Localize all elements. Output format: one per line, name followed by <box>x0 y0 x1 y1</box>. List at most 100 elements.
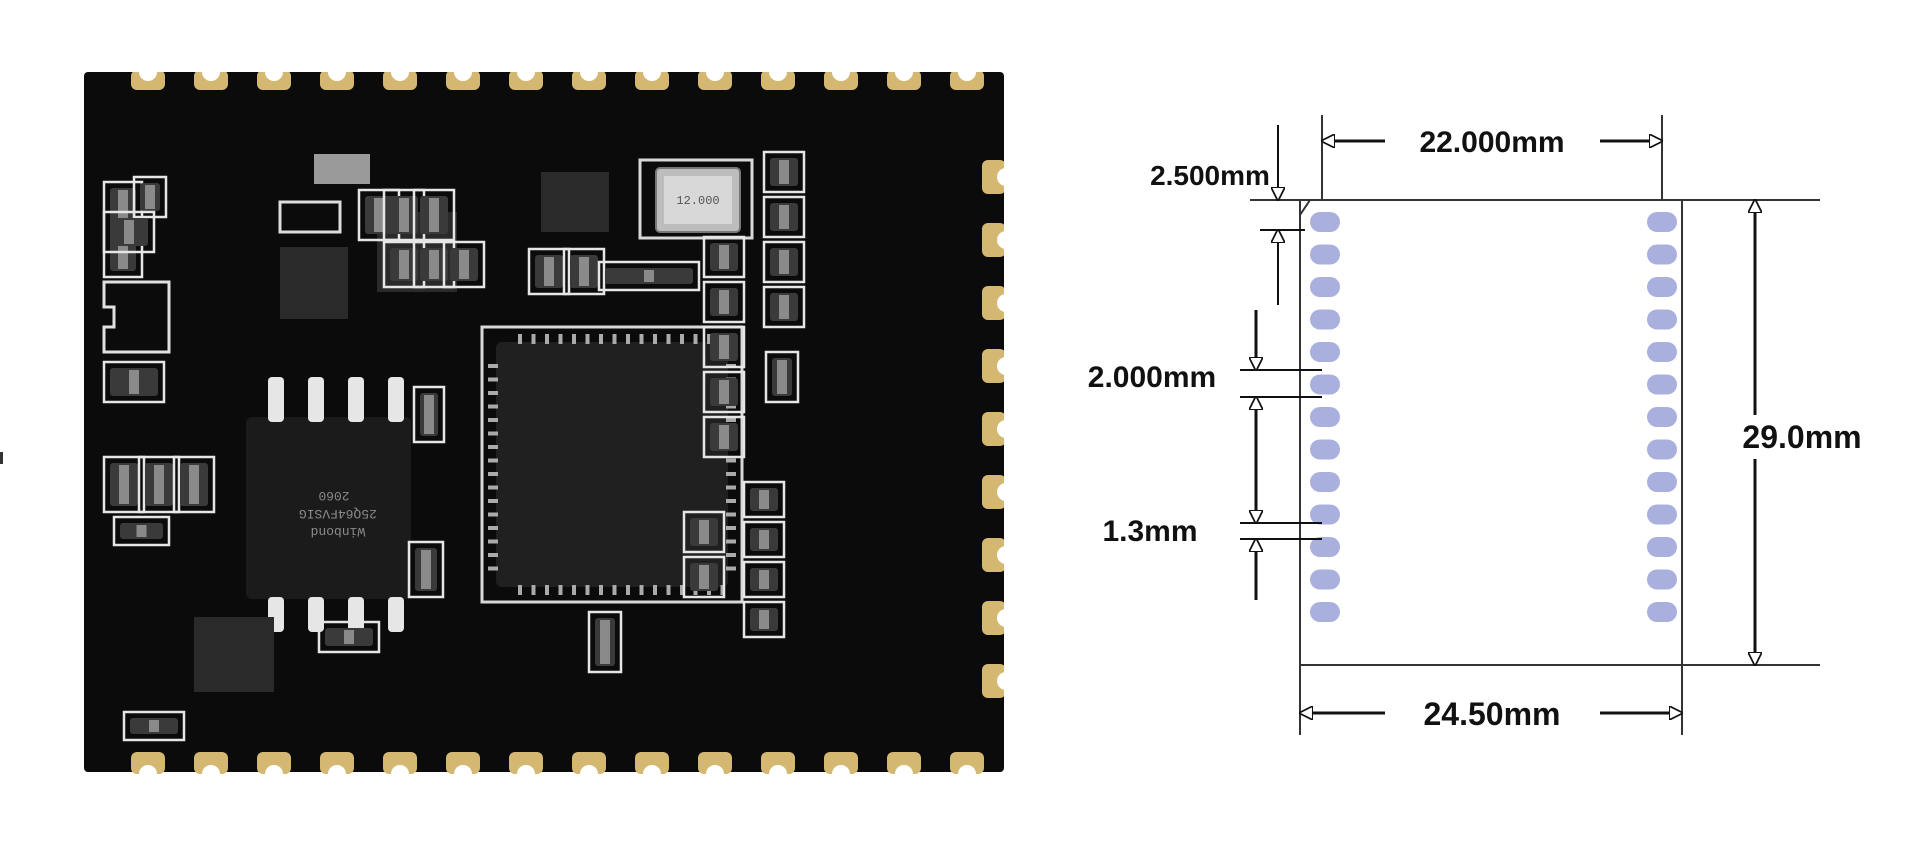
passive-component <box>742 520 786 559</box>
castellated-pad <box>698 72 732 90</box>
top-castellated-pads <box>131 72 984 90</box>
transistor-bottom-left <box>194 617 274 692</box>
castellated-pad <box>982 538 1004 572</box>
passive-component <box>682 555 726 599</box>
castellated-pad <box>887 752 921 782</box>
castellated-pad <box>572 752 606 782</box>
passive-component <box>702 235 746 279</box>
castellated-pad <box>509 72 543 90</box>
drawing-pad <box>1310 504 1340 525</box>
drawing-pad <box>1310 212 1340 232</box>
castellated-pad <box>982 286 1004 320</box>
passive-component <box>412 240 456 289</box>
drawing-pad <box>1647 569 1677 590</box>
passive-component <box>412 188 456 242</box>
passive-component <box>442 240 486 289</box>
dimension-drawing: 22.000mm 2.500mm 2.000mm 1.3mm 29.0mm 24… <box>1088 115 1880 735</box>
passive-component <box>112 515 171 547</box>
drawing-pad <box>1310 309 1340 330</box>
drawing-pad <box>1310 374 1340 395</box>
castellated-pad <box>950 72 984 90</box>
castellated-pad <box>572 72 606 90</box>
passive-component <box>742 480 786 519</box>
svg-text:Winbond 25Q64FVSIG: Winbond 25Q64FVSIG 2060 <box>291 488 377 539</box>
main-soc-chip <box>480 325 744 604</box>
dim-pin-pitch: 2.000mm <box>1088 361 1216 394</box>
castellated-pad <box>320 72 354 90</box>
drawing-pad <box>1647 277 1677 297</box>
stray-mark <box>0 452 3 464</box>
module-outline <box>1299 199 1683 666</box>
passive-component <box>702 325 746 369</box>
passive-component <box>597 260 701 292</box>
drawing-pad <box>1647 212 1677 232</box>
castellated-pad <box>761 72 795 90</box>
passive-component <box>682 510 726 554</box>
drawing-pad <box>1310 439 1340 460</box>
passive-component <box>132 175 168 219</box>
castellated-pad <box>982 349 1004 383</box>
drawing-pad <box>1310 537 1340 557</box>
flash-marking-line-2: 25Q64FVSIG <box>299 506 377 521</box>
crystal: 12.000 <box>638 158 754 240</box>
passive-component <box>137 455 181 514</box>
drawing-pad <box>1310 277 1340 297</box>
passive-component <box>702 370 746 414</box>
passive-component <box>562 247 606 296</box>
castellated-pad <box>982 475 1004 509</box>
passive-component <box>762 150 806 194</box>
dim-top-width: 22.000mm <box>1419 126 1564 159</box>
dim-pad-width: 1.3mm <box>1102 515 1197 548</box>
castellated-pad <box>131 752 165 782</box>
crystal-marking: 12.000 <box>676 194 719 208</box>
castellated-pad <box>194 752 228 782</box>
passive-component <box>317 620 381 654</box>
drawing-pad <box>1310 569 1340 590</box>
drawing-pad <box>1647 472 1677 492</box>
drawing-pad <box>1647 244 1677 265</box>
passive-component <box>762 240 806 284</box>
right-castellated-pads <box>982 160 1004 698</box>
flash-marking-line-3: 2060 <box>318 488 349 503</box>
castellated-pad <box>320 752 354 782</box>
dim-offset: 2.500mm <box>1150 160 1270 191</box>
castellated-pad <box>982 412 1004 446</box>
passive-component <box>587 610 623 674</box>
castellated-pad <box>194 72 228 90</box>
drawing-pad <box>1647 342 1677 362</box>
dim-height: 29.0mm <box>1742 419 1861 455</box>
passive-component <box>527 247 571 296</box>
castellated-pad <box>887 72 921 90</box>
left-pad-column <box>1310 212 1340 622</box>
castellated-pad <box>824 72 858 90</box>
drawing-pad <box>1310 407 1340 427</box>
castellated-pad <box>131 72 165 90</box>
flash-chip: Winbond 25Q64FVSIG 2060 <box>246 377 411 632</box>
castellated-pad <box>383 752 417 782</box>
flash-marking-line-1: Winbond <box>311 524 366 539</box>
drawing-pad <box>1310 602 1340 622</box>
passive-component <box>762 285 806 329</box>
castellated-pad <box>982 160 1004 194</box>
castellated-pad <box>982 223 1004 257</box>
passive-component <box>412 385 446 444</box>
passive-component <box>742 560 786 599</box>
castellated-pad <box>446 72 480 90</box>
drawing-pad <box>1647 504 1677 525</box>
passive-component <box>764 350 800 404</box>
passive-component <box>702 415 746 459</box>
castellated-pad <box>824 752 858 782</box>
bottom-castellated-pads <box>131 752 984 782</box>
drawing-pad <box>1647 309 1677 330</box>
passive-component <box>122 710 186 742</box>
passive-component <box>742 600 786 639</box>
drawing-pad <box>1310 472 1340 492</box>
passive-component <box>102 360 166 404</box>
passive-component <box>407 540 445 599</box>
castellated-pad <box>257 72 291 90</box>
passive-component <box>762 195 806 239</box>
castellated-pad <box>383 72 417 90</box>
castellated-pad <box>982 601 1004 635</box>
passive-component <box>702 280 746 324</box>
drawing-pad <box>1647 407 1677 427</box>
